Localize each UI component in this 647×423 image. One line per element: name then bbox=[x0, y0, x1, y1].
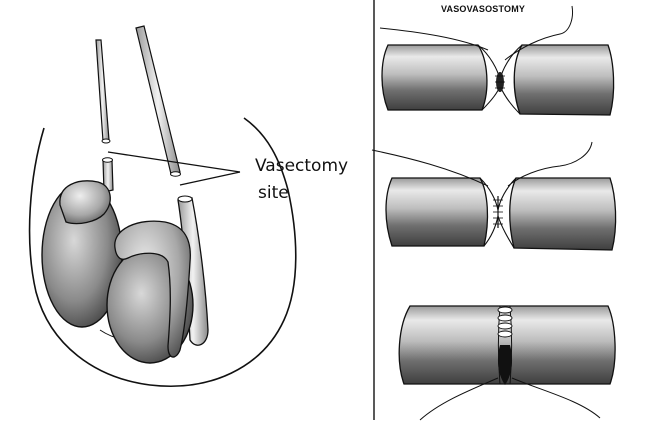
pointer-line-left bbox=[107, 151, 241, 173]
procedure-title: VASOVASOSTOMY bbox=[441, 4, 526, 14]
right-vas-upper bbox=[135, 25, 181, 175]
pointer-line-right bbox=[179, 171, 241, 186]
right-epididymis bbox=[114, 220, 191, 358]
vasovasostomy-panel bbox=[371, 5, 617, 421]
scrotum-outline bbox=[28, 117, 297, 387]
left-vas-upper bbox=[95, 39, 110, 142]
anatomy-illustration bbox=[28, 25, 297, 387]
left-epididymis bbox=[59, 180, 111, 225]
step-2-tube bbox=[371, 141, 617, 251]
step-1-tube bbox=[379, 5, 615, 116]
vasectomy-site-label: site bbox=[258, 183, 289, 203]
vasectomy-label: Vasectomy bbox=[255, 156, 349, 176]
step-3-tube bbox=[398, 305, 616, 421]
